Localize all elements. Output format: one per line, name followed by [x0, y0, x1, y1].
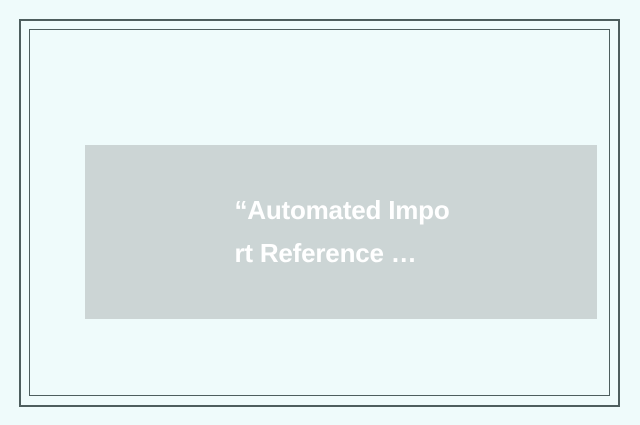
placeholder-caption-line-2: rt Reference …: [234, 238, 417, 268]
image-placeholder: “Automated Impo rt Reference …: [85, 145, 597, 319]
placeholder-caption-lines: “Automated Impo rt Reference …: [232, 189, 449, 275]
document-outer-frame: “Automated Impo rt Reference …: [19, 19, 620, 407]
document-inner-frame: [29, 29, 610, 396]
placeholder-caption: “Automated Impo rt Reference …: [85, 189, 597, 275]
placeholder-caption-line-1: “Automated Impo: [234, 195, 450, 225]
